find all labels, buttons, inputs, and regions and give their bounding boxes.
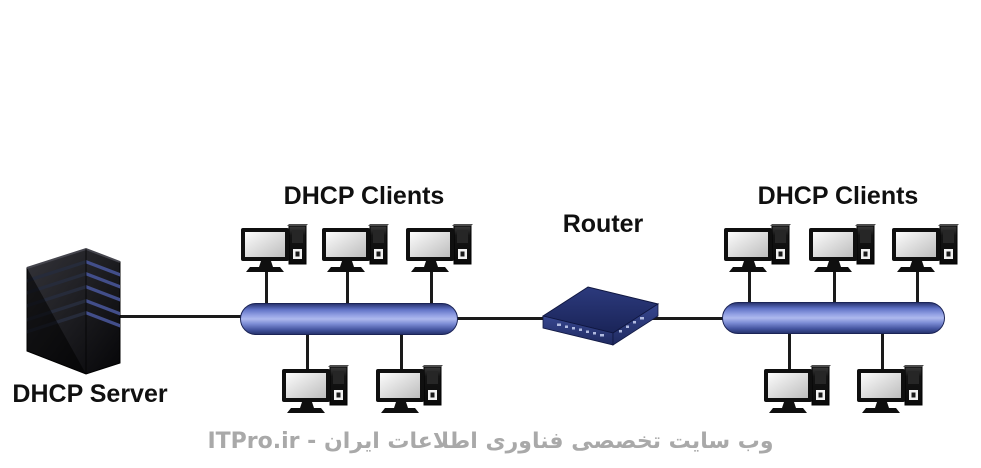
watermark-text: ITPro.ir - وب سایت تخصصی فناوری اطلاعات … xyxy=(207,429,774,454)
client-drop-cable xyxy=(306,332,309,372)
right-network-bus xyxy=(722,302,945,334)
client-drop-cable xyxy=(748,258,751,308)
client-computer-icon xyxy=(405,223,477,277)
server-label: DHCP Server xyxy=(12,380,168,408)
router-label: Router xyxy=(562,210,644,238)
client-drop-cable xyxy=(265,258,268,308)
client-drop-cable xyxy=(430,258,433,308)
client-drop-cable xyxy=(833,258,836,308)
client-drop-cable xyxy=(400,332,403,372)
left-clients-label: DHCP Clients xyxy=(283,182,445,210)
right-clients-label: DHCP Clients xyxy=(757,182,919,210)
router-icon xyxy=(541,286,660,346)
client-computer-icon xyxy=(375,364,447,418)
client-drop-cable xyxy=(916,258,919,308)
server-tower-icon xyxy=(26,247,121,375)
client-computer-icon xyxy=(723,223,795,277)
client-drop-cable xyxy=(346,258,349,308)
client-computer-icon xyxy=(856,364,928,418)
client-computer-icon xyxy=(808,223,880,277)
client-computer-icon xyxy=(240,223,312,277)
client-computer-icon xyxy=(763,364,835,418)
client-drop-cable xyxy=(881,332,884,372)
client-computer-icon xyxy=(891,223,963,277)
client-computer-icon xyxy=(281,364,353,418)
left-network-bus xyxy=(240,303,458,335)
client-computer-icon xyxy=(321,223,393,277)
client-drop-cable xyxy=(788,332,791,372)
server-to-bus-cable xyxy=(115,315,243,318)
